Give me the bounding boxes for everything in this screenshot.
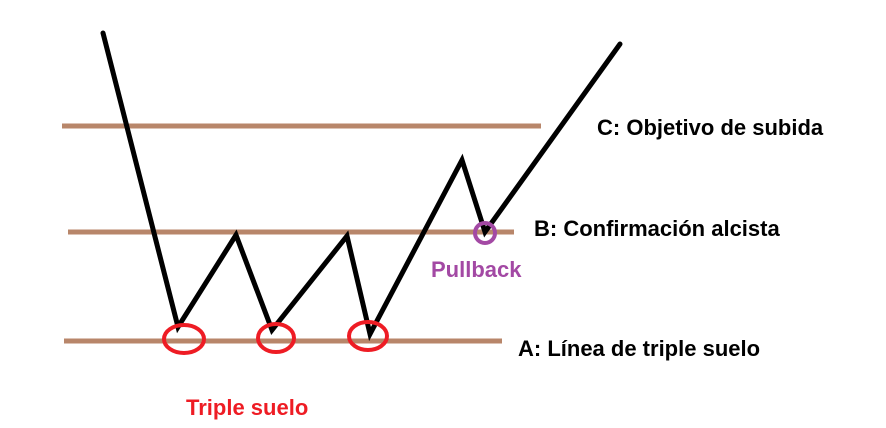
level-a-label: A: Línea de triple suelo xyxy=(518,336,761,361)
bottom-marker-3 xyxy=(347,320,389,352)
bottom-marker-1 xyxy=(162,323,206,355)
bottom-marker-2 xyxy=(256,322,296,354)
level-b-label: B: Confirmación alcista xyxy=(534,216,780,241)
pullback-label: Pullback xyxy=(431,257,522,282)
pullback-marker xyxy=(473,221,497,245)
price-path xyxy=(100,30,623,342)
triple-bottom-label: Triple suelo xyxy=(186,395,309,420)
level-c-label: C: Objetivo de subida xyxy=(597,115,824,140)
